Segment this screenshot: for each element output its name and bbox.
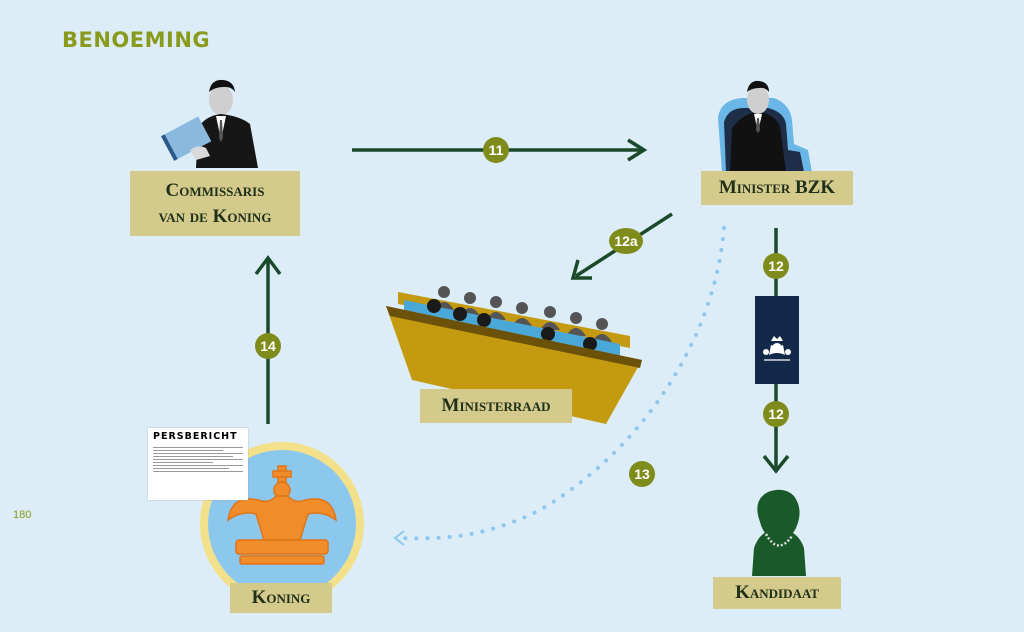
step-12-top-label: 12 [768,258,784,274]
persbericht-title: PERSBERICHT [153,431,238,442]
text-line [153,447,243,448]
commissaris-label-line2: van de Koning [158,205,272,227]
koning-label: Koning [230,583,332,613]
text-line [153,471,243,472]
step-11-label: 11 [489,142,504,158]
crown-icon [226,465,338,565]
page-title: BENOEMING [62,28,211,52]
text-line [153,465,243,466]
text-line [153,459,243,460]
royal-decree-icon [755,296,799,384]
text-line [153,456,233,457]
ministerraad-table [386,286,642,424]
ministerraad-label: Ministerraad [420,389,572,423]
commissaris-label: Commissaris van de Koning [130,171,300,236]
step-12-bottom-label: 12 [768,406,784,422]
minister-figure [718,80,812,172]
arrow-13 [393,226,726,546]
text-line [153,462,213,463]
minister-label: Minister BZK [701,171,853,205]
text-line [153,468,229,469]
step-12a-label: 12a [614,233,638,249]
commissaris-figure [161,79,258,168]
step-badges [255,137,789,487]
page-number: 180 [13,509,32,521]
kandidaat-label: Kandidaat [713,577,841,609]
kandidaat-figure [752,489,806,576]
text-line [153,453,243,454]
persbericht-document: PERSBERICHT [148,428,248,500]
commissaris-label-line1: Commissaris [165,179,265,201]
step-13-label: 13 [634,466,650,482]
text-line [153,450,223,451]
step-14-label: 14 [260,338,276,354]
